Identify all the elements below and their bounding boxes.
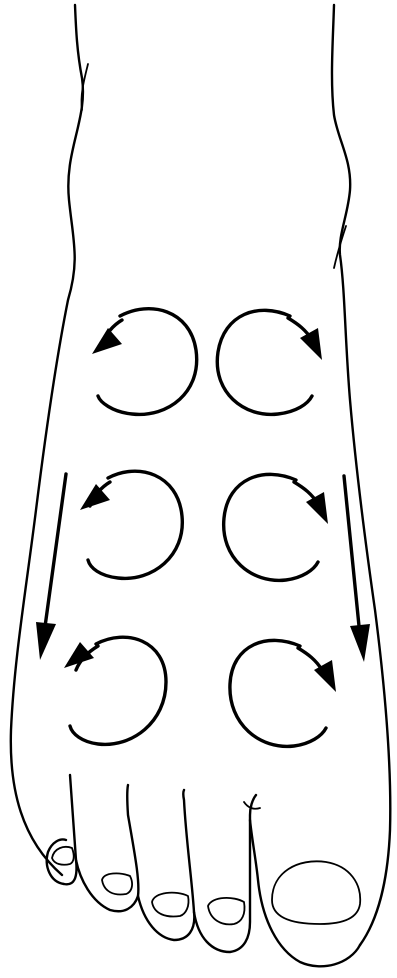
toenail-second [208,898,245,924]
circular-arrow-icon [92,309,197,415]
foot-outline-right [332,5,390,945]
foot-outline-left [11,5,83,875]
straight-down-arrow-icon [36,474,66,660]
toenail-fourth [102,873,132,894]
foot-outline [11,5,391,945]
toe-big [250,820,360,966]
circular-arrow-icon [217,310,322,414]
circular-arrow-icon [230,640,336,746]
circular-strokes [64,309,336,747]
circular-arrow-icon [64,637,166,744]
toenail-little [52,847,74,865]
toe-little [47,775,77,884]
toe-second [194,795,256,952]
circular-arrow-icon [224,474,328,580]
straight-down-arrow-icon [344,476,370,662]
toe-third [138,790,194,940]
toenail-third [152,893,189,917]
circular-arrow-icon [80,471,182,578]
toenail-big [272,861,360,924]
toes [47,775,360,966]
